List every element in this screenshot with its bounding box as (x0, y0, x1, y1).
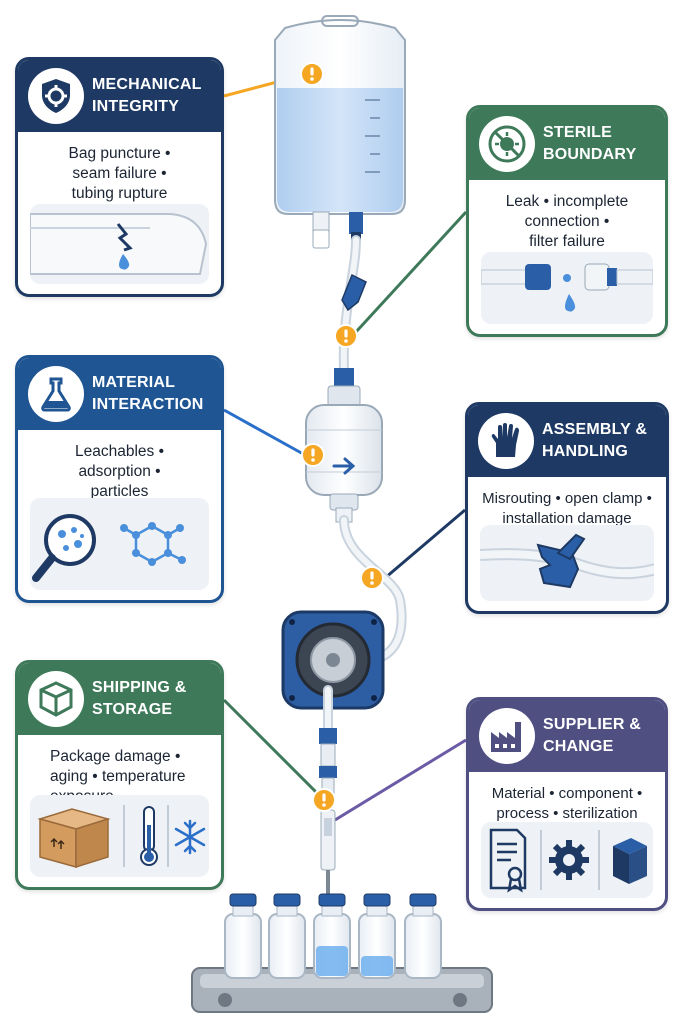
card-header: MECHANICAL INTEGRITY (18, 60, 221, 132)
warning-markers (300, 62, 384, 812)
vial (268, 893, 306, 979)
card-title-line: STORAGE (92, 701, 173, 718)
shipping-conditions-illustration (30, 795, 209, 877)
tubing-clamp (341, 273, 367, 312)
card-description: Leak • incomplete connection • filter fa… (477, 192, 657, 252)
card-title: ASSEMBLY & HANDLING (542, 419, 662, 463)
no-microbe-icon (479, 116, 535, 172)
card-title-line: HANDLING (542, 443, 629, 460)
flask-icon (28, 366, 84, 422)
card-title-line: MATERIAL (92, 374, 176, 391)
description-line: process • sterilization (496, 805, 638, 822)
connector-assembly (384, 508, 466, 580)
change-control-illustration (481, 822, 653, 898)
card-mechanical-integrity: MECHANICAL INTEGRITY Bag puncture • seam… (15, 57, 224, 297)
card-title-line: INTERACTION (92, 396, 204, 413)
connector-supplier (334, 738, 467, 822)
connector-lines (222, 74, 468, 822)
card-title: MECHANICAL INTEGRITY (92, 74, 217, 118)
connector-material (223, 408, 306, 457)
glove-icon (478, 413, 534, 469)
description-line: adsorption • (78, 463, 161, 480)
connector-sterile (353, 210, 468, 335)
package-icon (613, 838, 647, 884)
disconnected-tubing-illustration (481, 252, 653, 324)
card-sterile-boundary: STERILE BOUNDARY Leak • incomplete conne… (466, 105, 668, 337)
warning-marker (360, 566, 384, 590)
vial (224, 893, 262, 979)
cardboard-box-icon (37, 808, 111, 869)
card-assembly-handling: ASSEMBLY & HANDLING Misrouting • open cl… (465, 402, 669, 614)
vials (224, 893, 442, 979)
warning-marker (300, 62, 324, 86)
shield-gear-icon (28, 68, 84, 124)
card-title-line: BOUNDARY (543, 146, 637, 163)
description-line: installation damage (502, 510, 632, 527)
card-material-interaction: MATERIAL INTERACTION Leachables • adsorp… (15, 355, 224, 603)
vial (313, 893, 351, 979)
snowflake-icon (174, 819, 206, 855)
fill-needle-assembly (319, 728, 337, 940)
certificate-icon (489, 828, 527, 893)
peristaltic-pump (281, 610, 385, 710)
card-title: STERILE BOUNDARY (543, 122, 661, 166)
card-title: MATERIAL INTERACTION (92, 372, 217, 416)
box-icon (28, 671, 84, 727)
description-line: Material • component • (491, 785, 643, 802)
card-title-line: MECHANICAL (92, 76, 202, 93)
card-header: SHIPPING & STORAGE (18, 663, 221, 735)
thermometer-icon (140, 806, 158, 866)
torn-bag-illustration (30, 204, 209, 284)
card-title-line: SHIPPING & (92, 679, 187, 696)
card-title: SHIPPING & STORAGE (92, 677, 217, 721)
card-title-line: SUPPLIER & (543, 716, 642, 733)
capsule-filter (305, 368, 383, 523)
factory-icon (479, 708, 535, 764)
card-title-line: CHANGE (543, 738, 614, 755)
description-line: Package damage • (50, 748, 181, 765)
card-title: SUPPLIER & CHANGE (543, 714, 661, 758)
card-header: SUPPLIER & CHANGE (469, 700, 665, 772)
middle-tubing (339, 515, 407, 667)
particles-molecule-illustration (30, 498, 209, 590)
description-line: particles (90, 483, 149, 500)
description-line: Misrouting • open clamp • (482, 490, 652, 507)
description-line: Leachables • (74, 443, 165, 460)
iv-bag (274, 15, 406, 249)
vial (404, 893, 442, 979)
card-description: Bag puncture • seam failure • tubing rup… (26, 144, 213, 204)
clamp-tubing-illustration (480, 525, 654, 601)
card-description: Leachables • adsorption • particles (26, 442, 213, 502)
description-line: filter failure (529, 233, 605, 250)
card-description: Material • component • process • sterili… (477, 784, 657, 824)
card-header: STERILE BOUNDARY (469, 108, 665, 180)
connector-shipping (222, 698, 324, 800)
warning-marker (334, 324, 358, 348)
card-shipping-storage: SHIPPING & STORAGE Package damage • agin… (15, 660, 224, 890)
description-line: Bag puncture • (68, 145, 171, 162)
card-supplier-change: SUPPLIER & CHANGE Material • component •… (466, 697, 668, 911)
card-header: MATERIAL INTERACTION (18, 358, 221, 430)
gear-icon (549, 840, 589, 880)
description-line: tubing rupture (71, 185, 168, 202)
warning-marker (312, 788, 336, 812)
description-line: aging • temperature (50, 768, 186, 785)
description-line: Leak • incomplete (505, 193, 629, 210)
vial (358, 893, 396, 979)
card-title-line: ASSEMBLY & (542, 421, 648, 438)
card-title-line: STERILE (543, 124, 612, 141)
description-line: connection • (524, 213, 610, 230)
warning-marker (301, 443, 325, 467)
card-title-line: INTEGRITY (92, 98, 180, 115)
description-line: seam failure • (72, 165, 167, 182)
card-header: ASSEMBLY & HANDLING (468, 405, 666, 477)
card-description: Misrouting • open clamp • installation d… (476, 489, 658, 529)
